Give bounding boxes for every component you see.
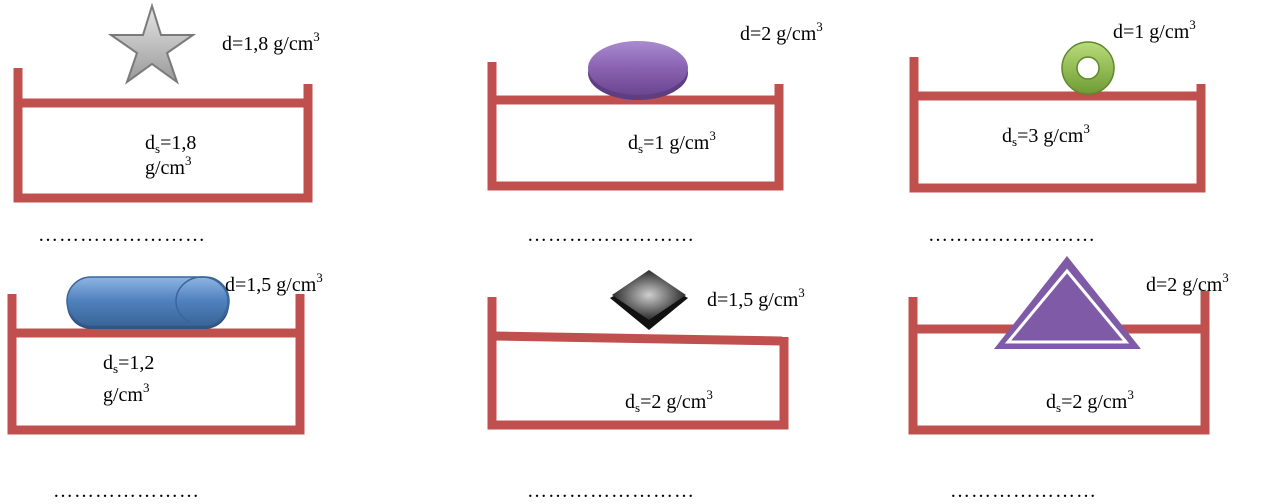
ellipse-icon — [588, 41, 688, 100]
answer-line-3: …………………… — [928, 224, 1096, 246]
object-density-1: d=1,8 g/cm3 — [222, 29, 320, 55]
liquid-density-1: ds=1,8 — [145, 132, 197, 156]
capsule-icon — [66, 276, 230, 329]
ring-icon — [1061, 41, 1115, 95]
liquid-density-5: ds=2 g/cm3 — [625, 387, 713, 415]
star-icon — [107, 2, 197, 85]
object-density-5: d=1,5 g/cm3 — [707, 285, 805, 311]
container-5 — [487, 297, 789, 430]
container-2 — [487, 62, 784, 191]
answer-line-1: …………………… — [38, 224, 206, 246]
object-density-3: d=1 g/cm3 — [1113, 17, 1196, 43]
object-density-4: d=1,5 g/cm3 — [225, 270, 323, 296]
answer-line-6: ………………… — [950, 480, 1097, 502]
container-1 — [13, 68, 313, 203]
liquid-density-4-unit: g/cm3 — [103, 380, 150, 406]
object-density-2: d=2 g/cm3 — [740, 19, 823, 45]
liquid-density-4: ds=1,2 — [103, 352, 155, 376]
liquid-density-2: ds=1 g/cm3 — [628, 128, 716, 156]
liquid-density-1-unit: g/cm3 — [145, 153, 192, 179]
liquid-density-3: ds=3 g/cm3 — [1002, 121, 1090, 149]
answer-line-4: ………………… — [53, 480, 200, 502]
liquid-density-6: ds=2 g/cm3 — [1046, 387, 1134, 415]
diamond-icon — [610, 270, 688, 330]
container-3 — [909, 57, 1206, 193]
container-4 — [7, 294, 305, 435]
answer-line-5: …………………… — [527, 480, 695, 502]
object-density-6: d=2 g/cm3 — [1146, 270, 1229, 296]
answer-line-2: …………………… — [527, 224, 695, 246]
triangle-icon — [994, 256, 1141, 349]
